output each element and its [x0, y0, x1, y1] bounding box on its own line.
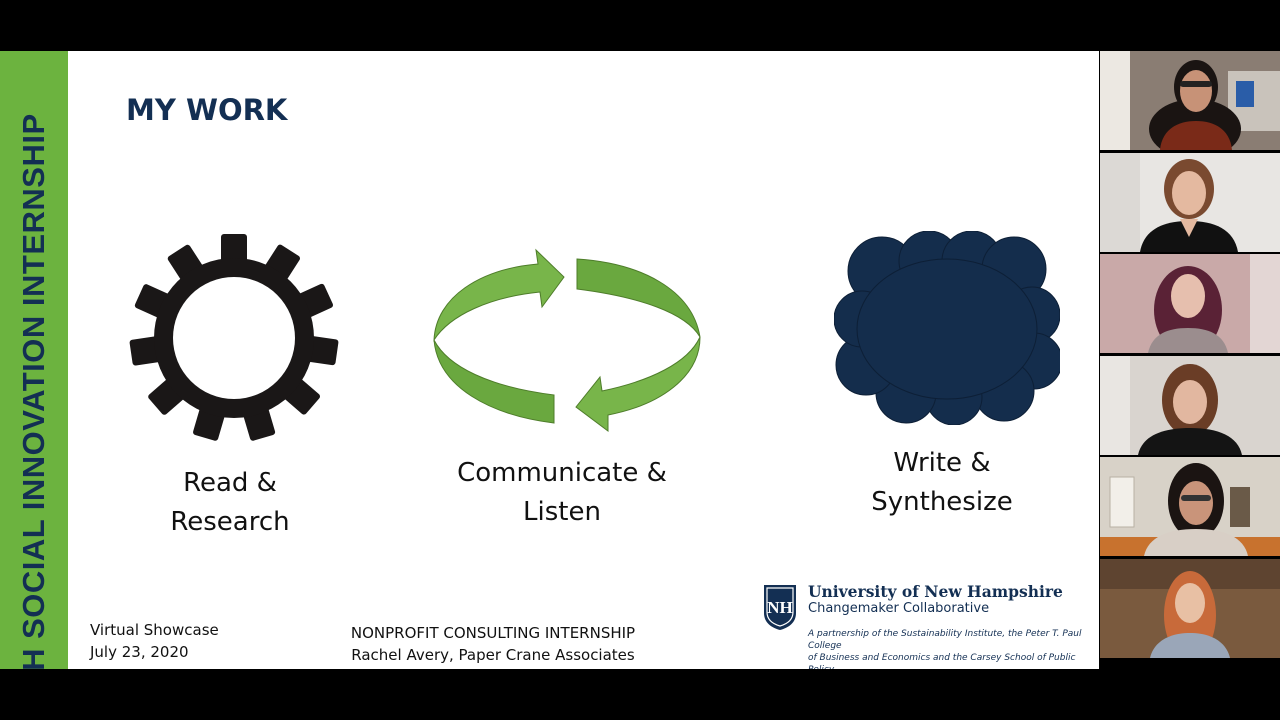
participant-video-tile[interactable]	[1100, 457, 1280, 556]
participant-video-strip	[1100, 51, 1280, 659]
presentation-slide: UNH SOCIAL INNOVATION INTERNSHIP MY WORK	[0, 51, 1099, 669]
label-write-synthesize: Write & Synthesize	[842, 444, 1042, 522]
participant-video-tile[interactable]	[1100, 51, 1280, 150]
unh-shield-logo: NH	[762, 583, 798, 631]
label-line: Research	[170, 507, 290, 537]
participant-video-tile[interactable]	[1100, 559, 1280, 658]
label-communicate-listen: Communicate & Listen	[437, 454, 687, 532]
showcase-name: Virtual Showcase	[90, 621, 219, 639]
cloud-icon	[833, 230, 1063, 426]
unh-partner-text: A partnership of the Sustainability Inst…	[808, 628, 1093, 669]
partner-line: A partnership of the Sustainability Inst…	[808, 629, 1082, 651]
presenter-info: NONPROFIT CONSULTING INTERNSHIP Rachel A…	[330, 622, 656, 666]
participant-video-tile[interactable]	[1100, 356, 1280, 455]
unh-subtitle: Changemaker Collaborative	[808, 601, 990, 616]
showcase-info: Virtual Showcase July 23, 2020	[90, 619, 219, 663]
presenter-name: Rachel Avery, Paper Crane Associates	[351, 646, 635, 664]
participant-video-tile[interactable]	[1100, 254, 1280, 353]
partner-line: of Business and Economics and the Carsey…	[808, 653, 1076, 669]
label-line: Synthesize	[871, 487, 1013, 517]
cycle-arrows-icon	[430, 247, 704, 437]
sidebar-title: UNH SOCIAL INNOVATION INTERNSHIP	[16, 113, 51, 669]
gear-icon	[128, 234, 340, 442]
label-read-research: Read & Research	[130, 464, 330, 542]
participant-video-tile[interactable]	[1100, 153, 1280, 252]
showcase-date: July 23, 2020	[90, 643, 189, 661]
label-line: Communicate &	[457, 458, 667, 488]
label-line: Write &	[893, 448, 991, 478]
slide-title: MY WORK	[126, 93, 288, 127]
slide-sidebar: UNH SOCIAL INNOVATION INTERNSHIP	[0, 51, 68, 669]
internship-name: NONPROFIT CONSULTING INTERNSHIP	[350, 624, 636, 642]
unh-name: University of New Hampshire	[808, 582, 1063, 601]
label-line: Read &	[183, 468, 277, 498]
logo-text: NH	[767, 598, 793, 617]
label-line: Listen	[523, 497, 601, 527]
